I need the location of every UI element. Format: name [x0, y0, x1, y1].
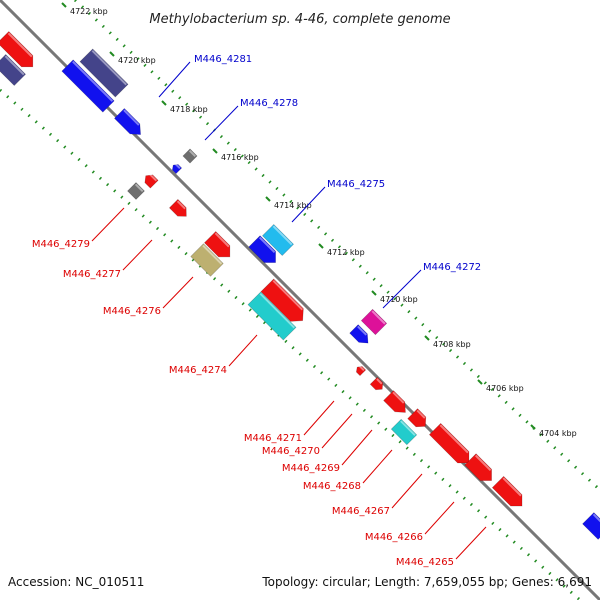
gene-label-reverse: M446_4276 [103, 306, 161, 317]
scale-tick-mark [109, 51, 115, 57]
gene-feature [61, 59, 115, 113]
scale-tick-mark [477, 379, 483, 385]
gene-feature [172, 163, 183, 175]
gene-label-reverse: M446_4266 [365, 532, 423, 543]
scale-tick-mark [530, 424, 536, 430]
forward-leader-line [382, 269, 422, 309]
gene-feature [369, 376, 384, 391]
reverse-leader-line [303, 400, 335, 436]
reverse-leader-line [455, 526, 487, 560]
scale-tick-label: 4718 kbp [170, 105, 208, 114]
scale-tick-mark [212, 148, 218, 154]
gene-feature [260, 278, 304, 322]
gene-feature [168, 198, 187, 217]
scale-tick-mark [318, 243, 324, 249]
gene-label-reverse: M446_4277 [63, 269, 121, 280]
gene-feature [248, 235, 276, 263]
reverse-leader-line [162, 276, 194, 309]
scale-tick-mark [424, 335, 430, 341]
scale-tick-label: 4708 kbp [433, 340, 471, 349]
gene-feature [390, 418, 418, 446]
gene-feature [79, 48, 129, 98]
scale-tick-label: 4710 kbp [380, 295, 418, 304]
gene-feature [356, 365, 367, 377]
scale-ticks: 4722 kbp 4720 kbp 4718 kbp 4716 kbp 4714 kbp… [61, 2, 577, 438]
gene-feature [0, 31, 34, 68]
scale-tick-mark [61, 2, 67, 8]
scale-dotted-line-bottom [0, 88, 581, 600]
gene-label-reverse: M446_4267 [332, 506, 390, 517]
gene-label-reverse: M446_4270 [262, 446, 320, 457]
gene-label-forward: M446_4275 [327, 179, 385, 190]
scale-tick-label: 4722 kbp [70, 7, 108, 16]
gene-feature [247, 291, 297, 341]
gene-label-reverse: M446_4274 [169, 365, 227, 376]
gene-label-forward: M446_4272 [423, 262, 481, 273]
forward-leader-line [291, 186, 326, 223]
gene-feature [383, 390, 406, 413]
reverse-leader-line [424, 501, 455, 535]
scale-tick-mark [371, 290, 377, 296]
scale-tick-label: 4704 kbp [539, 429, 577, 438]
gene-labels: M446_4281M446_4278M446_4275M446_4272M446… [32, 54, 487, 568]
gene-label-forward: M446_4281 [194, 54, 252, 65]
gene-feature [0, 54, 26, 86]
scale-tick-mark [265, 196, 271, 202]
gene-label-forward: M446_4278 [240, 98, 298, 109]
gene-features [0, 31, 600, 540]
gene-feature [182, 148, 198, 164]
reverse-leader-line [341, 429, 373, 466]
accession-text: Accession: NC_010511 [8, 575, 144, 589]
gene-feature [582, 512, 600, 540]
gene-feature [190, 243, 224, 277]
reverse-leader-line [321, 413, 353, 449]
gene-label-reverse: M446_4279 [32, 239, 90, 250]
gene-feature [127, 182, 145, 200]
gene-feature [464, 453, 492, 481]
gene-feature [428, 422, 470, 464]
gene-label-reverse: M446_4265 [396, 557, 454, 568]
map-title: Methylobacterium sp. 4-46, complete geno… [149, 12, 450, 27]
forward-leader-line [158, 61, 191, 98]
reverse-leader-line [122, 239, 153, 271]
scale-dotted-line-top [73, 0, 600, 492]
reverse-leader-line [362, 449, 393, 484]
gene-label-reverse: M446_4269 [282, 463, 340, 474]
gene-label-reverse: M446_4268 [303, 481, 361, 492]
gene-feature [360, 308, 388, 336]
scale-tick-label: 4716 kbp [221, 153, 259, 162]
reverse-leader-line [91, 207, 125, 242]
forward-leader-line [204, 105, 239, 141]
gene-feature [349, 324, 369, 344]
scale-tick-label: 4706 kbp [486, 384, 524, 393]
gene-feature [262, 224, 294, 256]
gene-label-reverse: M446_4271 [244, 433, 302, 444]
genome-summary-text: Topology: circular; Length: 7,659,055 bp… [261, 575, 592, 589]
gene-feature [407, 408, 427, 428]
reverse-leader-line [391, 473, 423, 509]
reverse-leader-line [228, 334, 258, 367]
scale-tick-mark [161, 100, 167, 106]
gene-feature [114, 108, 141, 135]
gene-feature [144, 172, 159, 189]
gene-feature [204, 231, 231, 258]
gene-feature [491, 475, 523, 507]
scale-tick-label: 4712 kbp [327, 248, 365, 257]
scale-tick-label: 4714 kbp [274, 201, 312, 210]
scale-tick-label: 4720 kbp [118, 56, 156, 65]
